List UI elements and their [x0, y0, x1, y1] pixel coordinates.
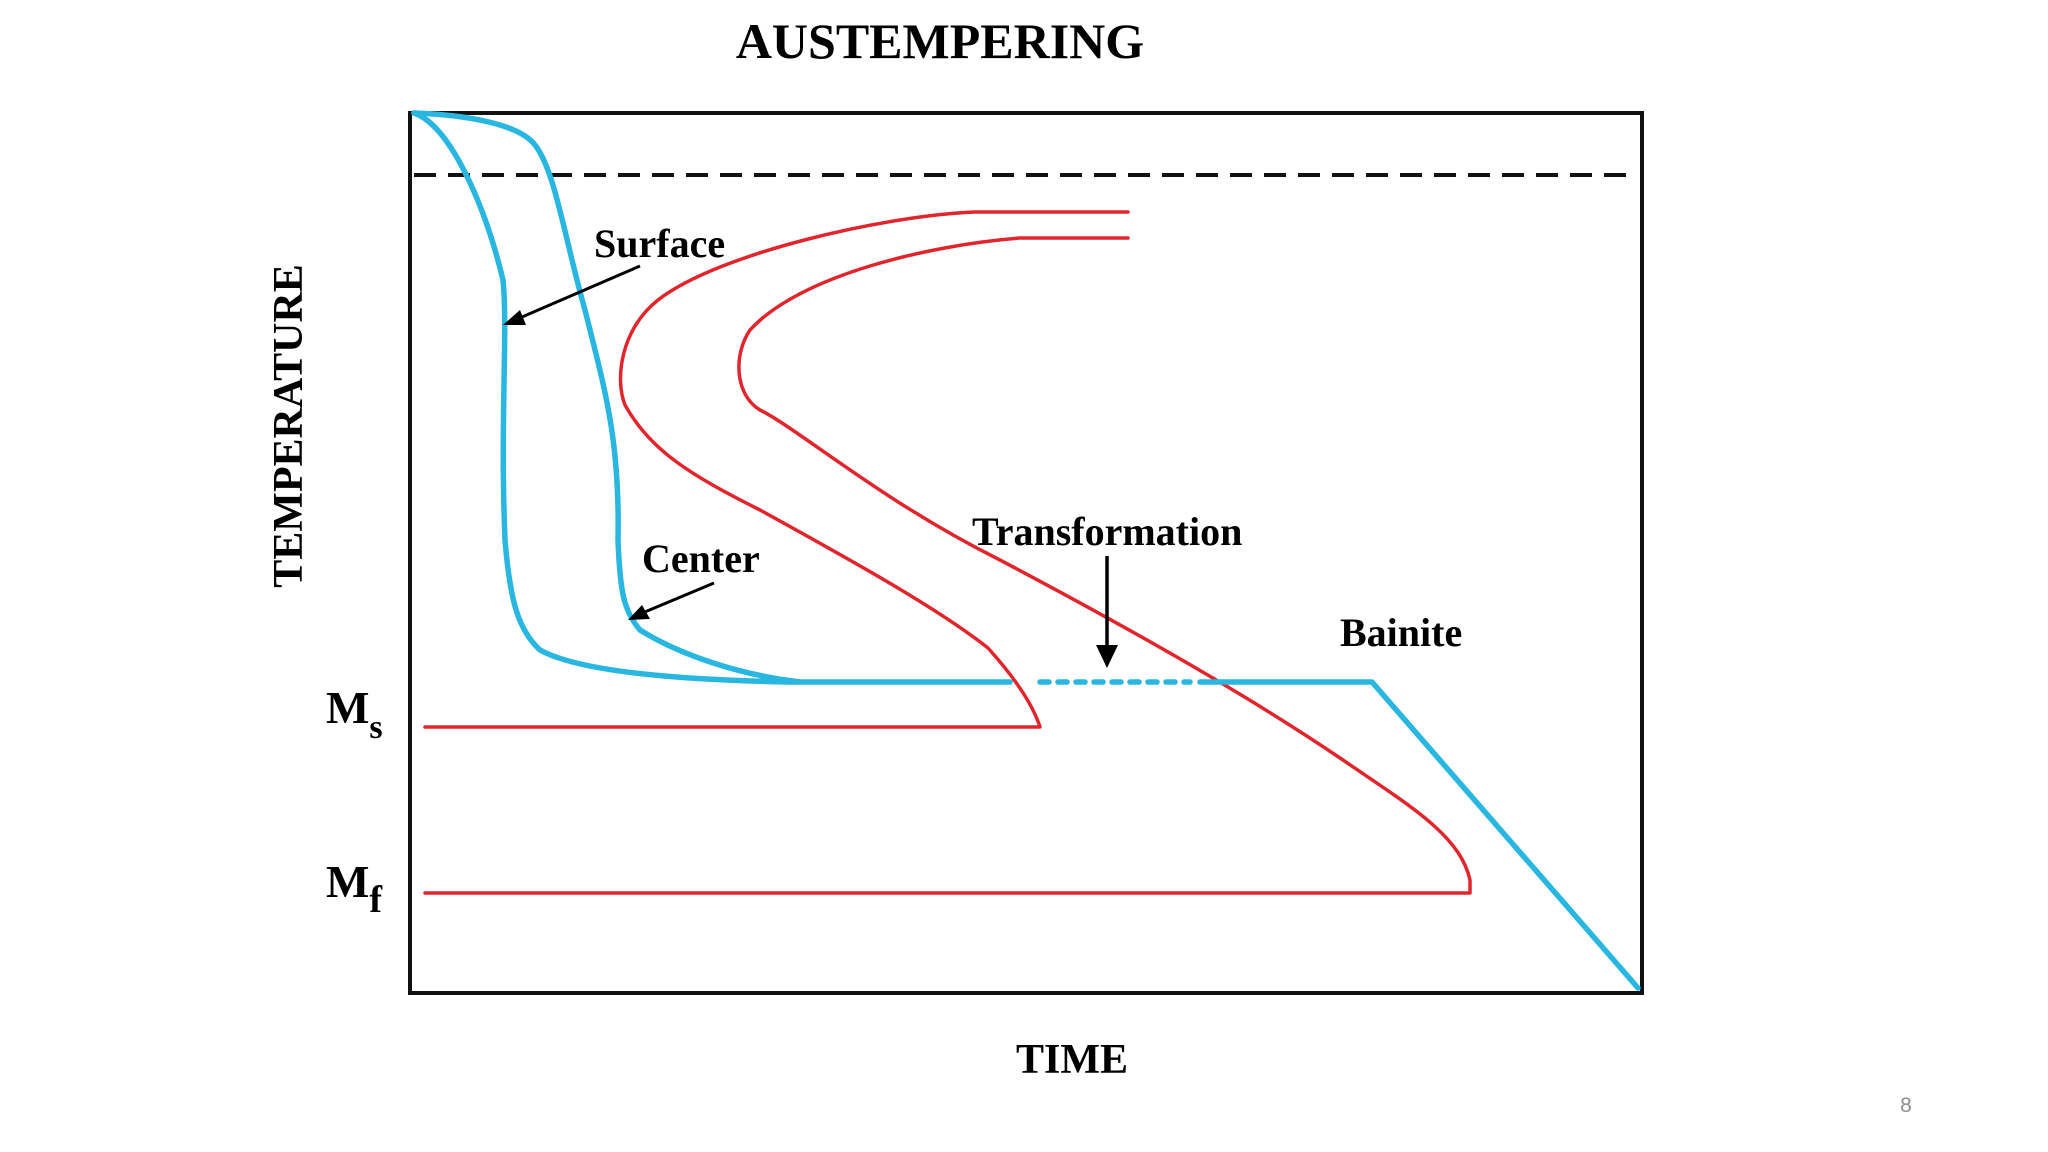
transformation-finish-curve [423, 236, 1472, 895]
transformation-arrow [1096, 556, 1118, 668]
ms-label-main: M [326, 682, 369, 733]
mf-label-main: M [326, 856, 369, 907]
center-label: Center [642, 536, 760, 581]
final-cooling-line [1197, 679, 1641, 991]
diagram-title: AUSTEMPERING [736, 13, 1144, 69]
cooling-curves [411, 110, 1641, 991]
ms-label: Ms [326, 682, 383, 746]
plot-frame [408, 111, 1644, 995]
surface-label: Surface [594, 221, 725, 266]
x-axis-label: TIME [1016, 1037, 1128, 1083]
transformation-curves [423, 210, 1472, 895]
mf-label-sub: f [369, 879, 383, 921]
transformation-label: Transformation [972, 509, 1242, 554]
center-cooling-curve [411, 110, 803, 685]
page-number: 8 [1900, 1094, 1912, 1117]
surface-cooling-curve [411, 110, 793, 685]
bainite-label: Bainite [1340, 610, 1462, 655]
ms-label-sub: s [369, 709, 382, 746]
mf-label: Mf [326, 856, 383, 921]
transformation-start-curve [423, 210, 1130, 729]
y-axis-label: TEMPERATURE [266, 264, 312, 588]
surface-arrow [503, 264, 641, 325]
center-arrow [628, 581, 715, 620]
